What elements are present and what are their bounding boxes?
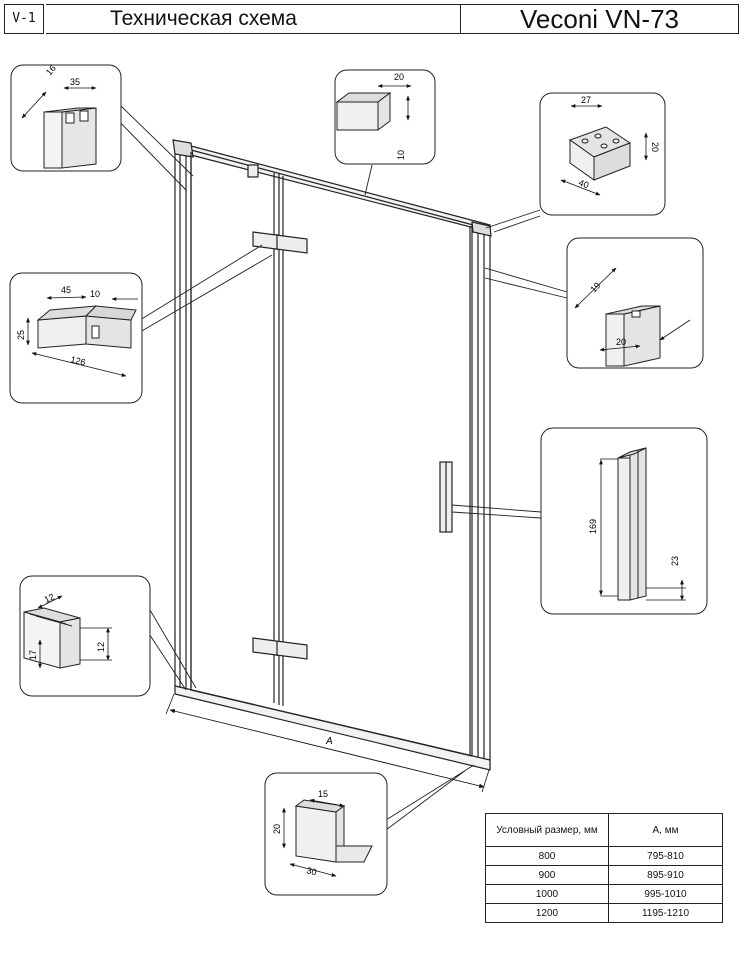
- detail-top-rail: 20 10: [334, 69, 436, 165]
- detail-wall-profile: 19 20: [566, 237, 704, 369]
- size-table: Условный размер, мм А, мм 800 795-810 90…: [485, 813, 723, 923]
- dim-text: 30: [306, 865, 318, 877]
- table-row: 1200 1195-1210: [485, 903, 723, 923]
- dim-text: 20: [272, 824, 282, 834]
- dim-text: 23: [670, 556, 680, 566]
- dim-text: 45: [61, 285, 71, 295]
- table-cell: 1200: [485, 903, 609, 923]
- dim-text: 20: [394, 72, 404, 82]
- detail-bottom-profile: 12 17 12: [19, 575, 151, 697]
- detail-bottom-bracket: 15 20 30: [264, 772, 388, 896]
- table-cell: 900: [485, 865, 609, 885]
- table-row: 1000 995-1010: [485, 884, 723, 904]
- dim-text: 126: [70, 354, 87, 367]
- column-header: А, мм: [608, 813, 723, 847]
- dim-text: 40: [577, 177, 590, 190]
- dim-text: 16: [44, 63, 58, 77]
- leader-lines: [110, 105, 568, 831]
- title-bar: V-1 Техническая схема Veconi VN-73: [0, 0, 743, 38]
- table-cell: 800: [485, 846, 609, 866]
- sheet-code: V-1: [4, 4, 44, 34]
- shower-door: [172, 139, 492, 771]
- dim-text: 35: [70, 77, 80, 87]
- dim-text: 20: [650, 142, 660, 152]
- dim-text: 15: [318, 789, 328, 799]
- dim-text: 10: [396, 150, 406, 160]
- table-cell: 795-810: [608, 846, 723, 866]
- dim-text: 12: [96, 642, 106, 652]
- table-row: 800 795-810: [485, 846, 723, 866]
- detail-handle: 169 23: [540, 427, 708, 615]
- dim-text: 17: [28, 650, 38, 660]
- sheet-title: Техническая схема: [46, 4, 460, 34]
- table-cell: 1195-1210: [608, 903, 723, 923]
- dim-text: 20: [616, 337, 626, 347]
- width-label: A: [325, 736, 333, 747]
- detail-corner-profile: 16 35: [10, 63, 122, 172]
- table-cell: 995-1010: [608, 884, 723, 904]
- column-header: Условный размер, мм: [485, 813, 609, 847]
- width-dimension: A: [165, 693, 490, 793]
- table-cell: 1000: [485, 884, 609, 904]
- detail-corner-bracket: 27 20 40: [539, 92, 666, 216]
- model-name: Veconi VN-73: [460, 4, 739, 34]
- table-row: 900 895-910: [485, 865, 723, 885]
- dim-text: 12: [43, 592, 56, 605]
- detail-hinge: 45 10 25 126: [9, 272, 143, 404]
- table-cell: 895-910: [608, 865, 723, 885]
- dim-text: 169: [588, 519, 598, 534]
- dim-text: 27: [581, 95, 591, 105]
- dim-text: 25: [16, 330, 26, 340]
- dim-text: 10: [90, 289, 100, 299]
- table-header-row: Условный размер, мм А, мм: [485, 813, 723, 847]
